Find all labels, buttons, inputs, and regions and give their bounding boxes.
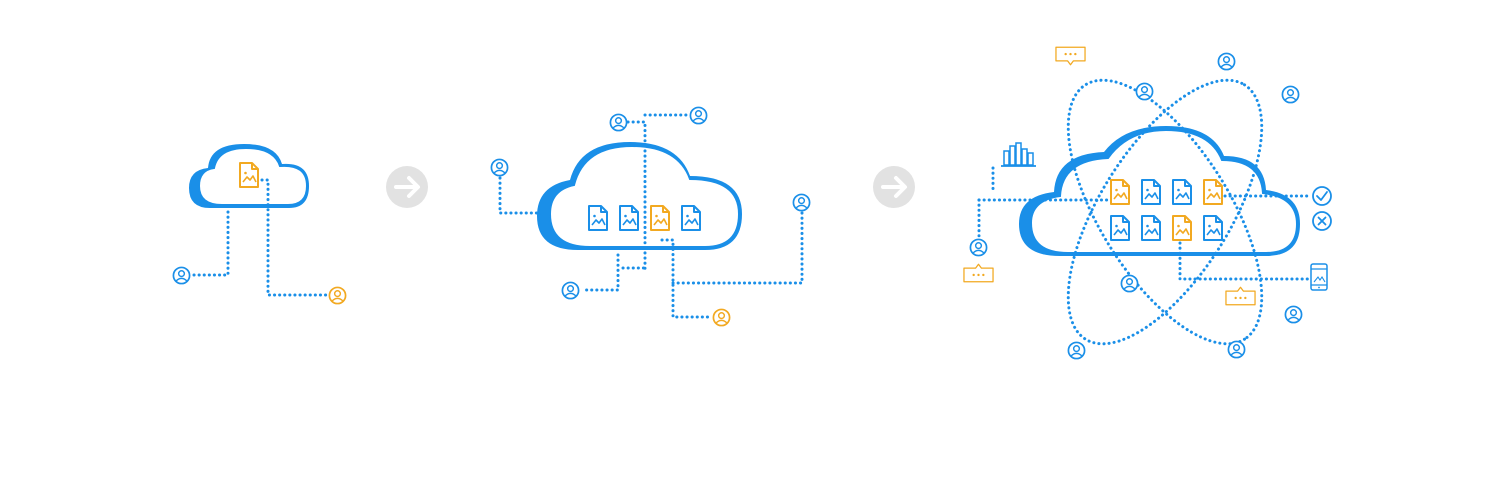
file-image-icon [650,205,670,231]
file-image-icon [1203,179,1223,205]
bar-chart-icon [1001,142,1036,167]
user-icon [712,308,731,327]
user-icon [328,286,347,305]
user-icon [561,281,580,300]
user-icon [1284,305,1303,324]
connection-lines [190,178,330,297]
file-image-icon [239,162,259,188]
stage-single-cloud [172,144,347,305]
cloud-icon [537,142,742,250]
connection-lines [977,166,1312,281]
chat-bubble-icon [1225,286,1256,306]
user-icon [689,106,708,125]
user-icon [1217,52,1236,71]
mobile-phone-icon [1310,263,1328,291]
arrow-right-icon [873,166,915,208]
file-image-icon [619,205,639,231]
user-icon [1227,340,1246,359]
user-icon [1135,82,1154,101]
file-image-icon [1172,215,1192,241]
file-image-icon [588,205,608,231]
chat-bubble-icon [1055,46,1086,66]
user-icon [1281,85,1300,104]
file-image-icon [1110,215,1130,241]
stage-connected-cloud [963,46,1332,360]
file-image-icon [1172,179,1192,205]
check-circle-icon [1312,186,1332,206]
connection-lines [498,113,804,319]
user-icon [792,193,811,212]
file-image-icon [681,205,701,231]
user-icon [969,238,988,257]
file-image-icon [1110,179,1130,205]
user-icon [172,266,191,285]
file-image-icon [1203,215,1223,241]
close-circle-icon [1312,211,1332,231]
chat-bubble-icon [963,263,994,283]
arrow-right-icon [386,166,428,208]
user-icon [490,158,509,177]
user-icon [609,113,628,132]
file-image-icon [1141,179,1161,205]
file-image-icon [1141,215,1161,241]
user-icon [1067,341,1086,360]
stage-shared-cloud [490,106,811,327]
user-icon [1120,274,1139,293]
orbit-lines [1066,78,1264,346]
